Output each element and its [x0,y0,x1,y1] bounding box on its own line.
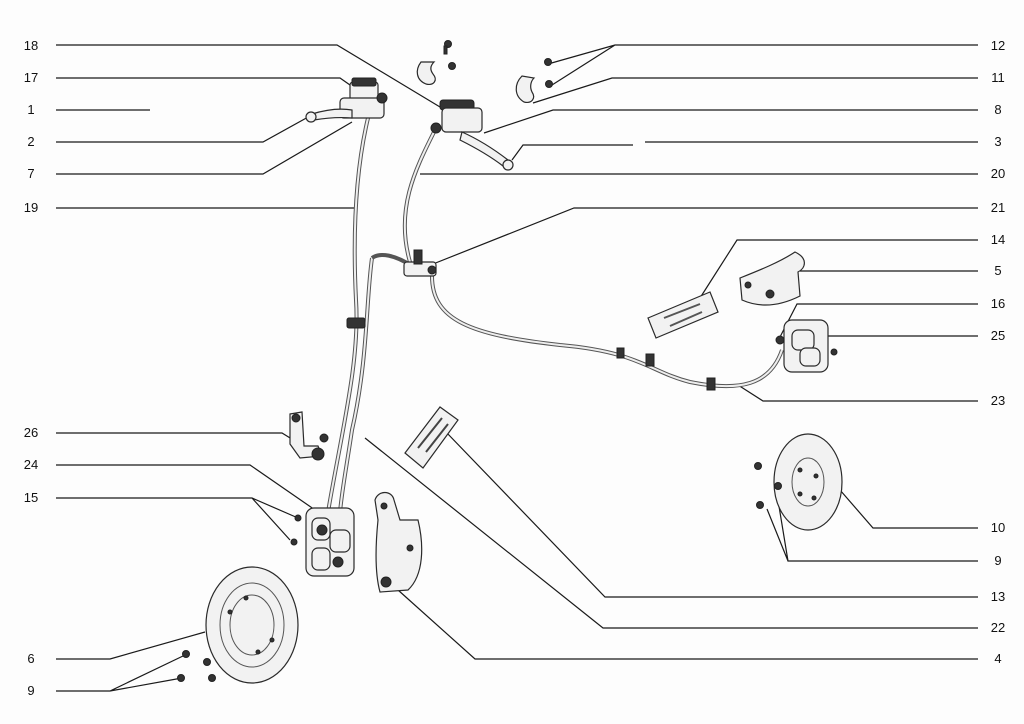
leader-22 [364,437,978,629]
callout-20: 20 [990,166,1006,181]
callout-6: 6 [27,651,35,666]
callout-15: 15 [23,490,39,505]
left-master-cylinder [305,77,388,123]
hose-clamp [346,317,366,329]
callout-7: 7 [27,166,35,181]
bracket-26 [289,411,329,461]
callout-5: 5 [994,263,1002,278]
callout-16: 16 [990,296,1006,311]
brake-hoses [326,117,784,513]
leader-6 [56,631,206,660]
leader-11 [532,77,978,104]
leader-23 [737,384,978,402]
callout-12: 12 [990,38,1006,53]
hose-clip-b [645,353,655,367]
leader-18 [56,44,446,111]
leader-3 [511,141,978,161]
leader-13 [445,431,978,598]
callout-17: 17 [23,70,39,85]
callout-2: 2 [27,134,35,149]
callout-9-left: 9 [27,683,35,698]
callout-26: 26 [23,425,39,440]
leader-9-right [766,487,978,562]
leader-9-left [56,655,184,692]
callout-13: 13 [990,589,1006,604]
callout-22: 22 [990,620,1006,635]
leader-lines [56,44,978,692]
handlebar-clamps [416,40,553,103]
rear-disc-10 [773,433,843,531]
leader-8 [483,109,978,134]
callout-19: 19 [23,200,39,215]
leader-12 [547,44,978,86]
callout-1: 1 [27,102,35,117]
rear-pad-pack-14 [647,291,719,339]
leader-2 [56,115,311,143]
front-disc-6 [205,566,299,684]
callout-18: 18 [23,38,39,53]
disc-bolts-9-right [754,462,782,509]
leader-14 [699,239,978,299]
leader-15 [56,497,299,541]
junction-21 [403,249,437,277]
callout-11: 11 [991,70,1005,85]
hose-clip-a [616,347,625,359]
callout-4: 4 [994,651,1002,666]
callout-23: 23 [990,393,1006,408]
hose-clip-c [706,377,716,391]
callout-24: 24 [23,457,39,472]
callout-14: 14 [990,232,1006,247]
leader-21 [427,207,978,267]
leader-24 [56,464,319,513]
hose-20 [402,131,436,263]
leader-17 [56,77,361,93]
rear-caliper-25 [775,319,838,373]
caliper-bracket-4 [374,491,423,593]
front-caliper-24 [290,507,355,577]
leader-7 [56,121,353,175]
callout-21: 21 [990,200,1006,215]
brake-pad-pack-13 [404,406,459,469]
disc-bolts-9-left [177,650,216,682]
callout-10: 10 [990,520,1006,535]
callout-8: 8 [994,102,1002,117]
leader-4 [397,589,978,660]
leader-10 [839,489,978,529]
callout-9-right: 9 [994,553,1002,568]
callout-25: 25 [990,328,1006,343]
leader-26 [56,432,296,442]
callout-3: 3 [994,134,1002,149]
rear-bracket-5 [739,251,805,306]
right-master-cylinder [430,99,514,171]
